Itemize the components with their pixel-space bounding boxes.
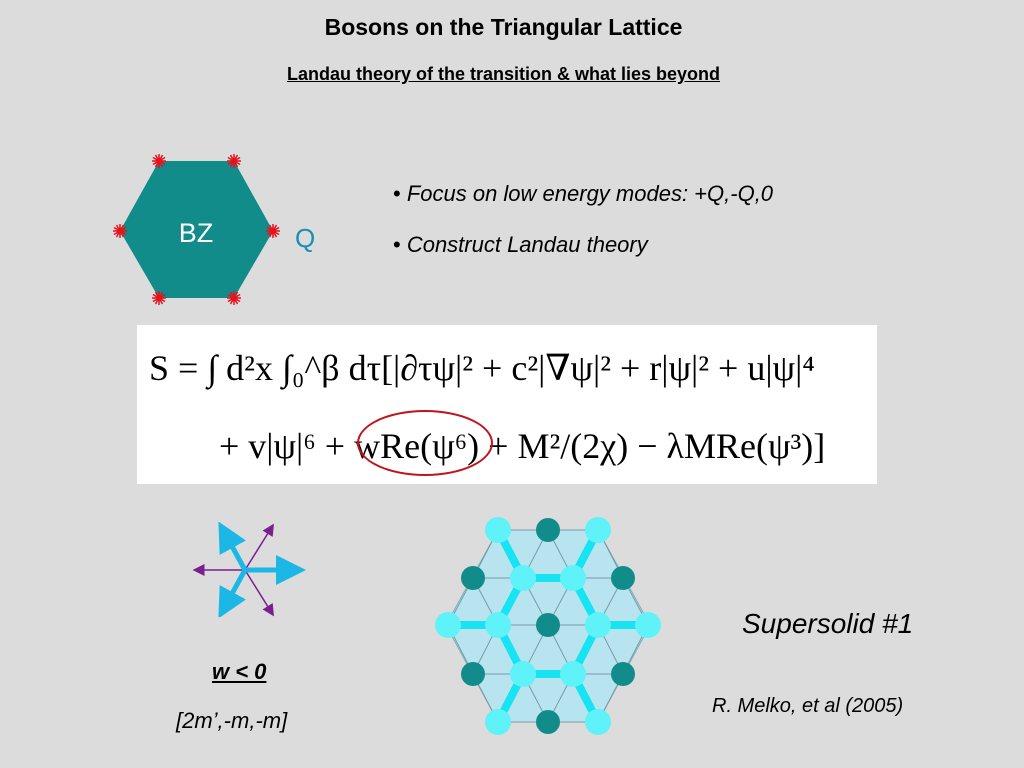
lattice-site-light [485, 517, 511, 543]
bz-label: BZ [179, 218, 214, 248]
supersolid-lattice-diagram [435, 517, 661, 735]
lattice-site-light [435, 612, 461, 638]
q-point-marker [152, 291, 166, 305]
lattice-site-light [635, 612, 661, 638]
q-point-marker [113, 224, 127, 238]
supersolid-label: Supersolid #1 [742, 608, 914, 639]
lattice-site-light [585, 612, 611, 638]
citation: R. Melko, et al (2005) [712, 695, 904, 717]
lattice-site-light [485, 709, 511, 735]
lattice-site-light [510, 661, 536, 687]
lattice-site-dark [461, 566, 485, 590]
equation-line-2: + v|ψ|⁶ + wRe(ψ⁶) + M²/(2χ) − λMRe(ψ³)] [219, 426, 826, 466]
lattice-site-dark [611, 662, 635, 686]
bullet-item-2: • Construct Landau theory [393, 232, 648, 258]
lattice-site-dark [536, 613, 560, 637]
landau-action-equation: S = ∫ d²x ∫₀^β dτ[|∂τψ|² + c²|∇ψ|² + r|ψ… [137, 325, 877, 484]
equation-line-1: S = ∫ d²x ∫₀^β dτ[|∂τψ|² + c²|∇ψ|² + r|ψ… [149, 348, 815, 388]
w-condition: w < 0 [212, 659, 267, 684]
cyan-arrows [218, 522, 306, 617]
bullet-text: Focus on low energy modes: +Q,-Q,0 [400, 181, 774, 206]
q-point-marker [227, 291, 241, 305]
lattice-site-light [560, 661, 586, 687]
q-point-marker [266, 224, 280, 238]
q-point-marker [152, 154, 166, 168]
purple-arrows [192, 523, 274, 617]
lattice-site-dark [611, 566, 635, 590]
spin-configuration: [2m’,-m,-m] [176, 708, 288, 733]
plus-q-label: Q [295, 223, 315, 253]
lattice-site-dark [461, 662, 485, 686]
q-point-marker [227, 154, 241, 168]
bullet-item-1: • Focus on low energy modes: +Q,-Q,0 [393, 181, 773, 207]
lattice-site-dark [536, 710, 560, 734]
purple-arrow-down [244, 569, 274, 617]
order-parameter-arrows [192, 522, 306, 617]
bullet-text: Construct Landau theory [400, 232, 648, 257]
lattice-site-light [510, 565, 536, 591]
lattice-site-light [585, 517, 611, 543]
brillouin-zone-diagram: BZ -Q Q [113, 154, 315, 305]
bullet-dot: • [393, 181, 401, 206]
lattice-site-dark [536, 518, 560, 542]
slide-title: Bosons on the Triangular Lattice [324, 14, 683, 40]
bz-hexagon [120, 161, 273, 298]
lattice-site-light [485, 612, 511, 638]
cyan-arrow-up-left [218, 522, 248, 572]
lattice-site-light [560, 565, 586, 591]
highlight-ellipse [357, 410, 493, 476]
slide-subtitle: Landau theory of the transition & what l… [286, 64, 721, 84]
cyan-arrow-down-left [218, 568, 248, 617]
purple-arrow-up [244, 523, 274, 571]
lattice-sites [435, 517, 661, 735]
lattice-site-light [585, 709, 611, 735]
bullet-dot: • [393, 232, 401, 257]
